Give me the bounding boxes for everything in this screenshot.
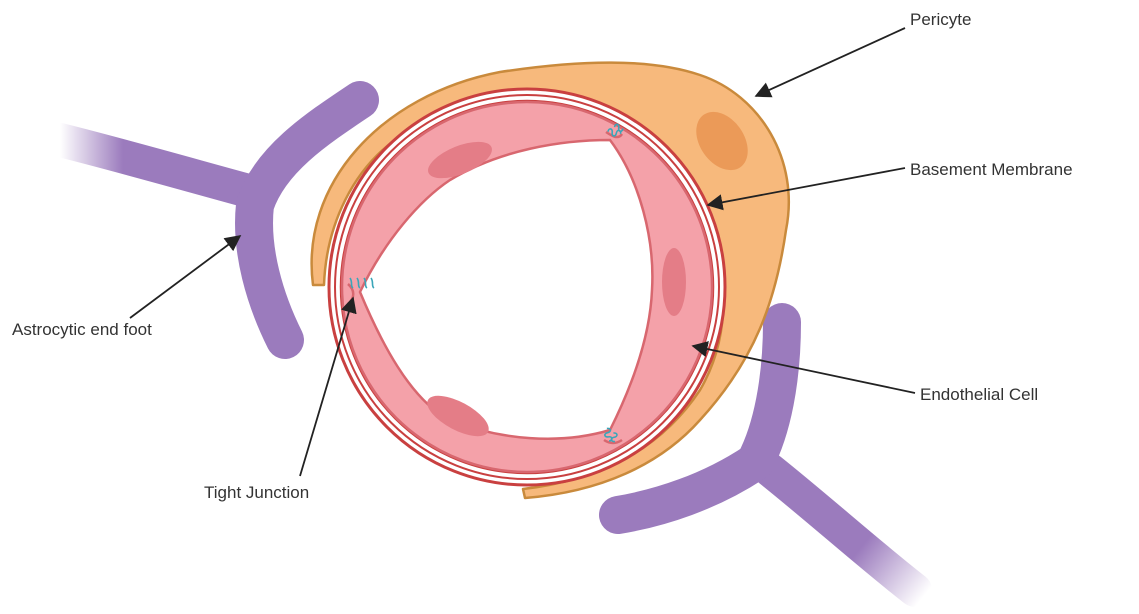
arrow-astrocytic-end-foot: [130, 236, 240, 318]
arrow-pericyte: [756, 28, 905, 96]
label-pericyte: Pericyte: [910, 10, 971, 30]
label-endothelial-cell: Endothelial Cell: [920, 385, 1038, 405]
astrocyte-left: [60, 100, 360, 340]
endothelial-nucleus-right: [662, 248, 686, 316]
label-astrocytic-end-foot: Astrocytic end foot: [12, 320, 152, 340]
label-tight-junction: Tight Junction: [204, 483, 309, 503]
astrocyte-right-process: [770, 470, 915, 590]
label-basement-membrane: Basement Membrane: [910, 160, 1073, 180]
arrow-tight-junction: [300, 298, 353, 476]
astrocyte-left-process: [60, 140, 245, 190]
